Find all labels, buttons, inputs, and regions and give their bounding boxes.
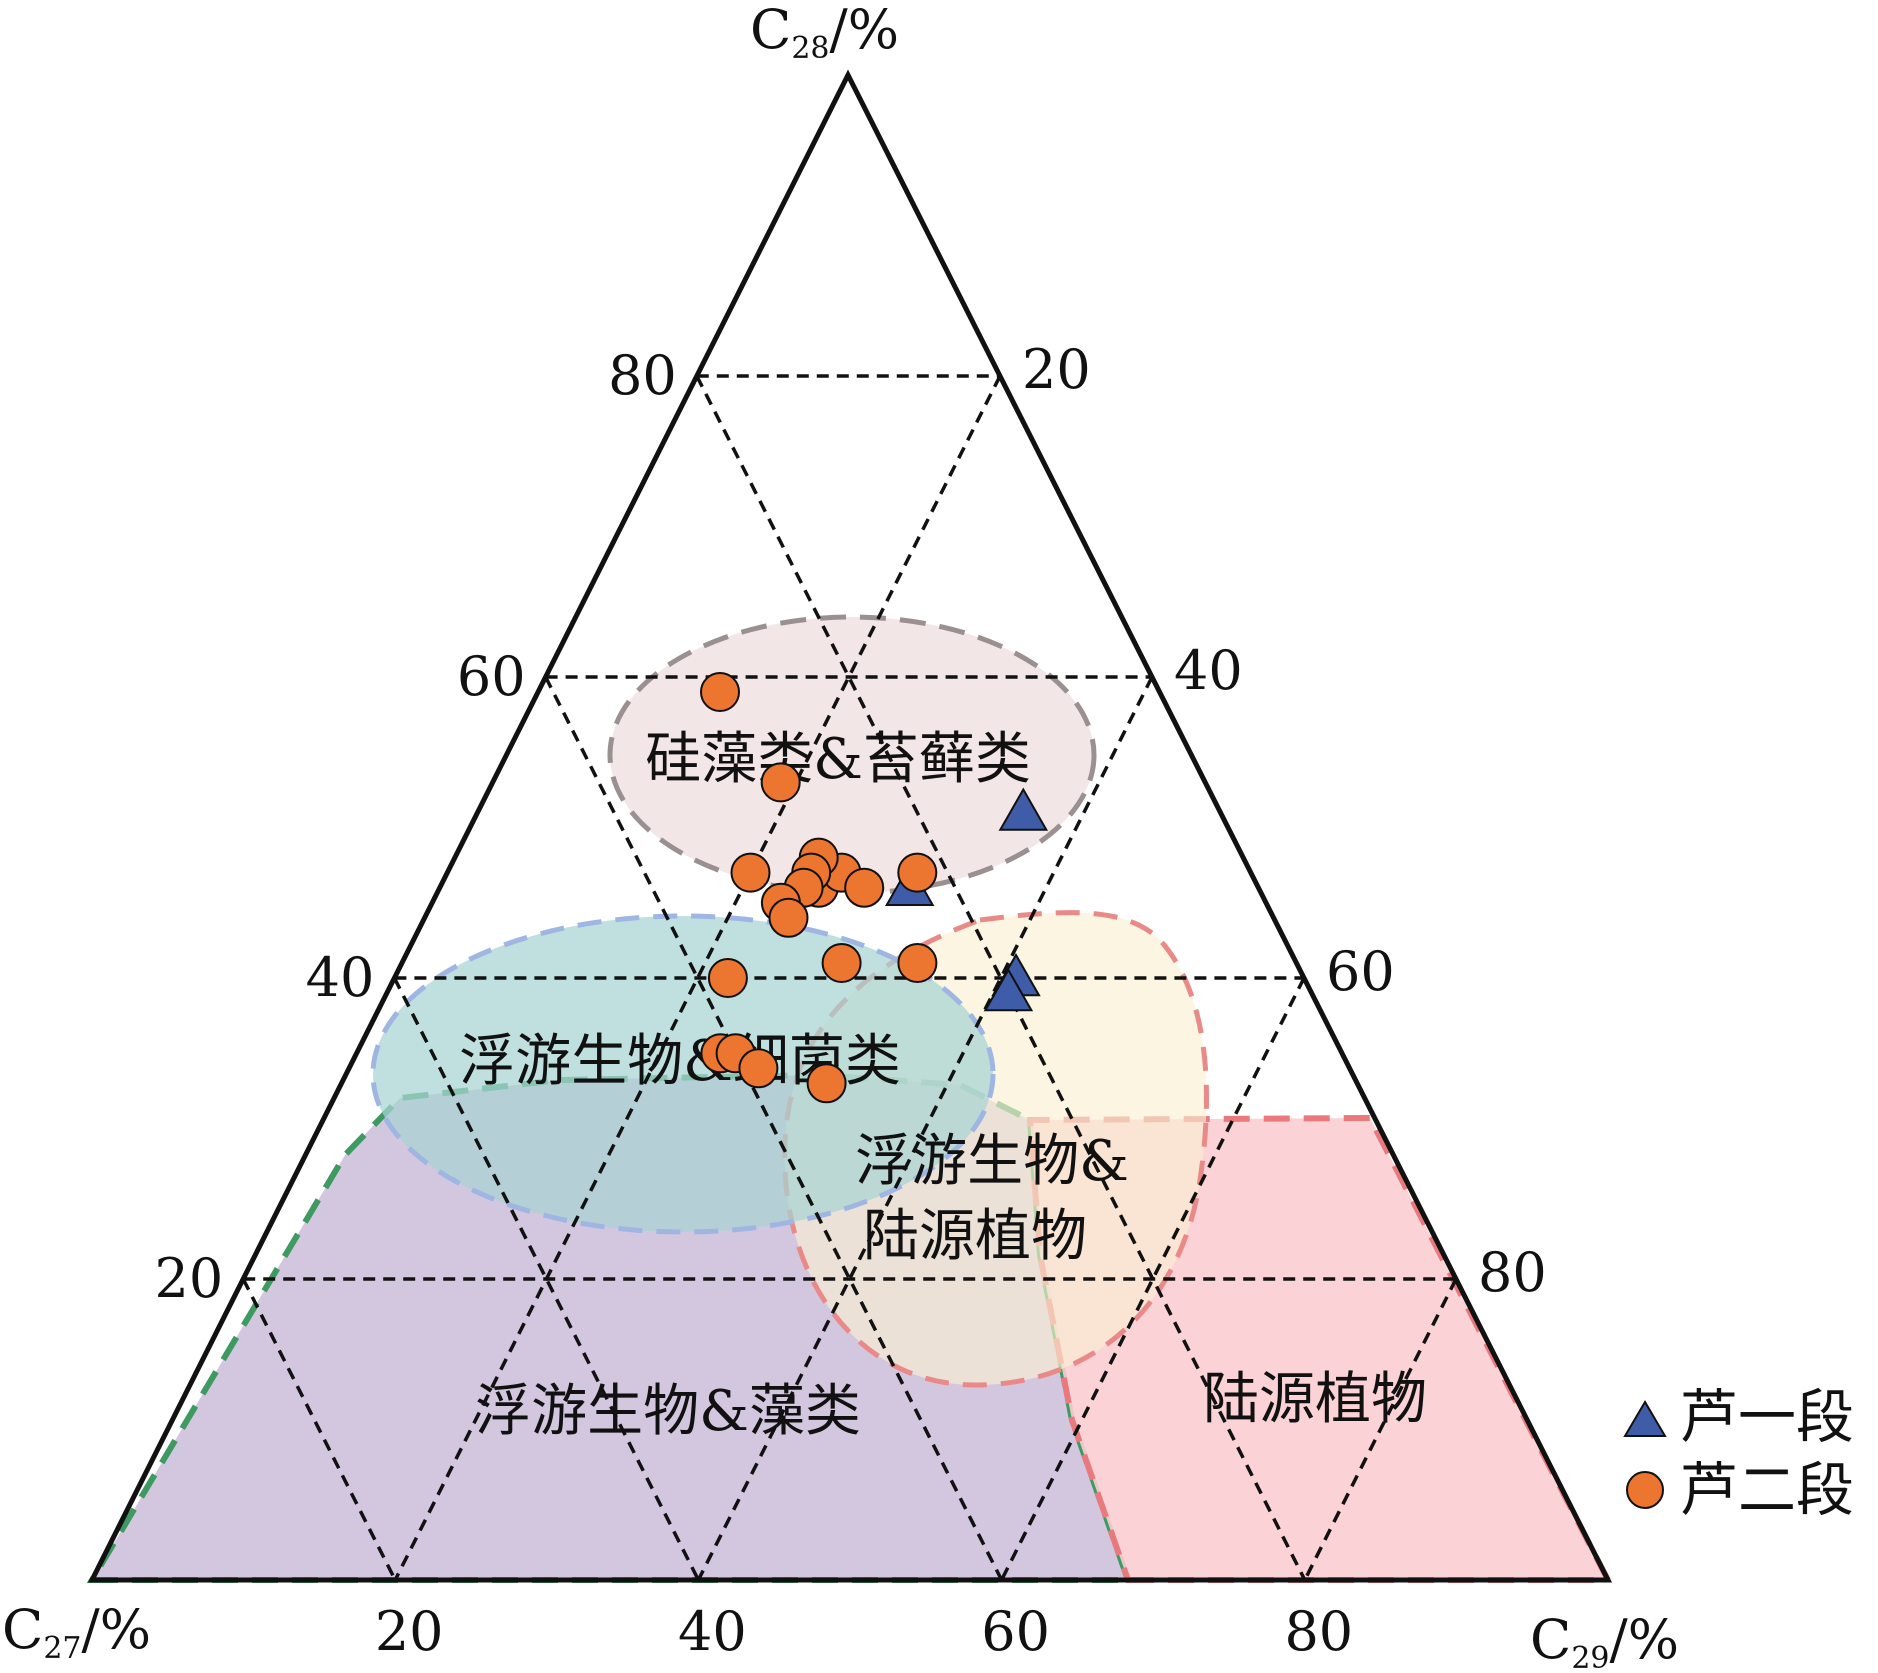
triangle-outline [87, 69, 1613, 1583]
region-labels: 硅藻类&苔藓类浮游生物&细菌类浮游生物&陆源植物浮游生物&藻类陆源植物 [459, 727, 1427, 1444]
tick-left-20: 20 [154, 1247, 223, 1310]
tick-right-80: 80 [1478, 1241, 1547, 1304]
point-series-2-13 [821, 943, 862, 983]
axis-title-right: C29/% [1530, 1608, 1679, 1673]
region-label-terrestrial-plants: 陆源植物 [1203, 1367, 1427, 1432]
point-series-1-1 [998, 787, 1049, 831]
point-series-2-19 [806, 1063, 847, 1104]
tick-right-60: 60 [1326, 940, 1395, 1003]
tick-bottom-60: 60 [981, 1600, 1050, 1663]
grid-line-c29-80 [1303, 1278, 1458, 1581]
region-plankton-bacteria [370, 913, 996, 1235]
point-series-1-4 [983, 967, 1034, 1012]
axis-title-left: C27/% [2, 1598, 151, 1666]
grid-layer [241, 374, 1458, 1581]
axis-title-top: C28/% [750, 0, 899, 66]
region-label-plankton-terrestrial-line2: 陆源植物 [863, 1204, 1087, 1269]
regions-layer [86, 614, 1613, 1583]
grid-line-c27-20 [695, 375, 1307, 1581]
point-series-2-12 [768, 897, 809, 938]
legend-label-series-2: 芦二段 [1680, 1456, 1854, 1524]
region-label-plankton-algae: 浮游生物&藻类 [475, 1379, 861, 1444]
point-series-2-15 [897, 943, 938, 983]
tick-left-80: 80 [608, 344, 677, 407]
tick-right-20: 20 [1022, 338, 1091, 401]
legend: 芦一段 芦二段 [1623, 1383, 1854, 1524]
tick-bottom-20: 20 [375, 1600, 444, 1663]
grid-line-c27-80 [241, 1278, 397, 1581]
legend-marker-circle [1626, 1471, 1664, 1509]
point-series-2-3 [730, 852, 771, 893]
grid-line-c27-60 [392, 977, 700, 1581]
point-series-2-18 [738, 1048, 779, 1089]
tick-labels: 20 40 60 80 80 60 40 20 20 40 60 80 [154, 338, 1546, 1663]
legend-label-series-1: 芦一段 [1680, 1383, 1854, 1451]
grid-line-c29-20 [393, 375, 1002, 1581]
tick-bottom-40: 40 [678, 1600, 747, 1663]
tick-bottom-80: 80 [1284, 1600, 1353, 1663]
point-series-2-9 [844, 867, 885, 908]
grid-line-c29-60 [1000, 977, 1306, 1581]
region-label-diatoms-mosses: 硅藻类&苔藓类 [645, 727, 1031, 792]
point-series-2-14 [707, 958, 748, 998]
data-points [700, 672, 1049, 1104]
point-series-2-10 [897, 852, 938, 893]
grid-line-c27-40 [544, 676, 1004, 1581]
point-series-2-1 [700, 672, 740, 712]
point-series-2-2 [760, 762, 801, 803]
region-label-plankton-terrestrial-line1: 浮游生物& [855, 1129, 1129, 1194]
triangle-frame [87, 69, 1613, 1583]
tick-right-40: 40 [1174, 639, 1243, 702]
tick-left-60: 60 [457, 645, 526, 708]
tick-left-40: 40 [306, 946, 375, 1009]
grid-line-c29-40 [696, 676, 1154, 1581]
legend-marker-triangle [1623, 1400, 1667, 1437]
